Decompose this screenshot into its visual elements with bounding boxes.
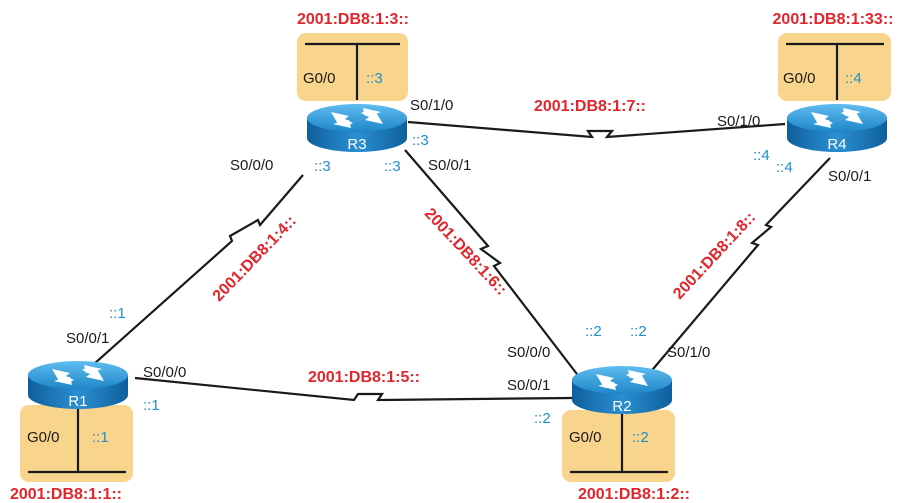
link-prefix-r2-r4: 2001:DB8:1:8:: [670,209,759,303]
link-prefix-r1-r2: 2001:DB8:1:5:: [308,369,420,386]
r3-intf-s001: S0/0/1 [428,157,471,174]
router-r2[interactable]: R2 [572,366,672,415]
r1-intf-s001: S0/0/1 [66,330,109,347]
r2-host-s000: ::2 [585,323,602,340]
lan-r4 [778,33,891,101]
r2-intf-s001: S0/0/1 [507,377,550,394]
r1-host-s001: ::1 [109,305,126,322]
lan-intf-r4: G0/0 [783,70,816,87]
r4-intf-s001: S0/0/1 [828,168,871,185]
link-r3-r2 [404,149,581,379]
router-r2-name: R2 [612,398,631,415]
r3-host-s000: ::3 [314,158,331,175]
r2-intf-s010: S0/1/0 [667,344,710,361]
lan-prefix-r1: 2001:DB8:1:1:: [10,486,122,503]
lan-intf-r1: G0/0 [27,429,60,446]
r3-intf-s010: S0/1/0 [410,97,453,114]
link-r3-r4 [407,120,786,139]
lan-r3 [297,33,408,101]
lan-prefix-r3: 2001:DB8:1:3:: [297,11,409,28]
router-r3[interactable]: R3 [307,104,407,153]
lan-intf-r3: G0/0 [303,70,336,87]
link-r1-r3 [84,174,304,373]
router-r4[interactable]: R4 [787,104,887,153]
r2-intf-s000: S0/0/0 [507,344,550,361]
lan-host-r2: ::2 [632,429,649,446]
router-r1[interactable]: R1 [28,361,128,410]
r2-host-s010: ::2 [630,323,647,340]
lan-host-r1: ::1 [92,429,109,446]
lan-prefix-r4: 2001:DB8:1:33:: [773,11,894,28]
router-r3-name: R3 [347,136,366,153]
r2-host-s001: ::2 [534,410,551,427]
r3-intf-s000: S0/0/0 [230,157,273,174]
lan-host-r3: ::3 [366,70,383,87]
r3-host-s010: ::3 [412,132,429,149]
link-prefix-r3-r4: 2001:DB8:1:7:: [534,98,646,115]
router-r1-name: R1 [68,393,87,410]
lan-prefix-r2: 2001:DB8:1:2:: [578,486,690,503]
r1-intf-s000: S0/0/0 [143,364,186,381]
link-r1-r2 [134,376,573,402]
router-r4-name: R4 [827,136,846,153]
link-prefix-r1-r3: 2001:DB8:1:4:: [210,213,300,305]
r4-intf-s010: S0/1/0 [717,113,760,130]
link-r2-r4 [647,157,831,376]
r3-host-s001: ::3 [384,158,401,175]
r4-host-s001: ::4 [776,159,793,176]
lan-host-r4: ::4 [845,70,862,87]
lan-intf-r2: G0/0 [569,429,602,446]
r4-host-s010: ::4 [753,147,770,164]
r1-host-s000: ::1 [143,397,160,414]
